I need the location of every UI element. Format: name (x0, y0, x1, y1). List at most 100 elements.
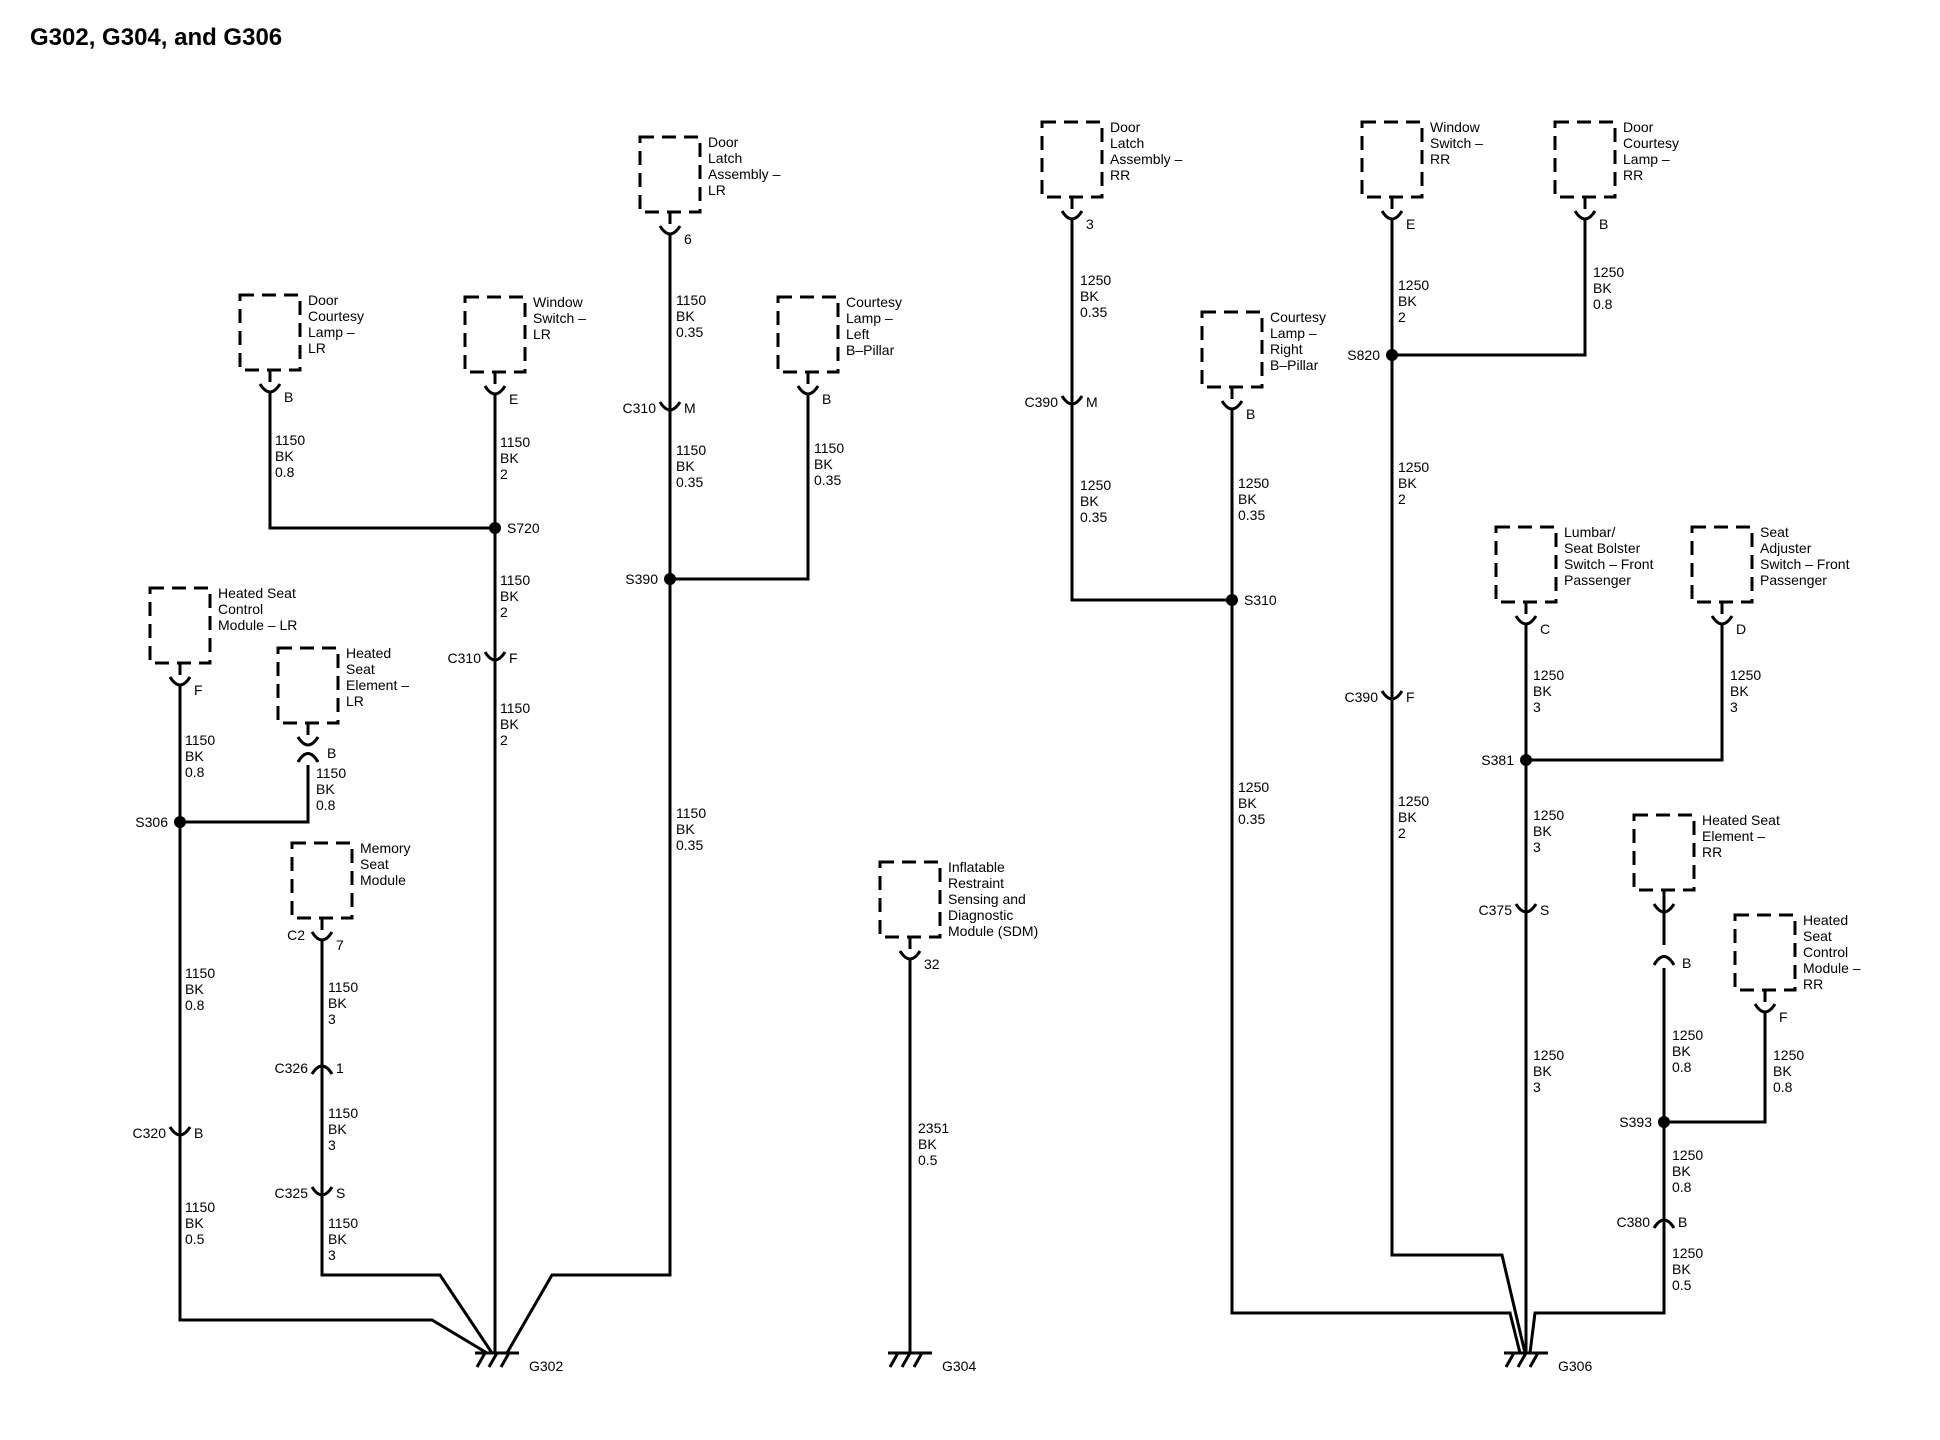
pin-label: C (1540, 621, 1550, 637)
connector-cup (1710, 615, 1734, 626)
ground-hatch (499, 1352, 511, 1368)
connector-cup (483, 651, 507, 662)
connector-pin: M (1086, 394, 1098, 410)
ground-label: G306 (1558, 1358, 1592, 1374)
wire-line (178, 685, 488, 1355)
ground-hatch (1528, 1352, 1540, 1368)
connector-pin: B (194, 1125, 203, 1141)
splice-dot (1226, 594, 1238, 606)
pin-label: B (1246, 406, 1255, 422)
splice-dot (174, 816, 186, 828)
component-box (878, 860, 942, 939)
splice-label: S390 (625, 571, 658, 587)
component-box (238, 293, 302, 372)
connector-cup (1514, 903, 1538, 914)
wire-line (670, 394, 810, 581)
component-box (1632, 813, 1696, 892)
component-box (1553, 120, 1617, 199)
connector-pin: S (336, 1185, 345, 1201)
wire-line (1526, 624, 1724, 762)
component-box (1200, 310, 1264, 389)
connector-cup (310, 1186, 334, 1197)
component-box (276, 646, 340, 725)
splice-label: S381 (1481, 752, 1514, 768)
connector-cup (1380, 690, 1404, 701)
splice-label: S306 (135, 814, 168, 830)
connector-cup (1652, 955, 1676, 966)
wire-line (1230, 410, 1522, 1354)
component-box (1690, 525, 1754, 604)
pin-label: 6 (684, 231, 692, 247)
connector-cup (296, 752, 320, 763)
connector-label: C326 (275, 1060, 309, 1076)
page-title: G302, G304, and G306 (30, 24, 283, 51)
connector-pin: 1 (336, 1060, 344, 1076)
component-box (1733, 913, 1797, 992)
connector-cup (258, 383, 282, 394)
component-box (638, 135, 702, 214)
connector-cup (1753, 1003, 1777, 1014)
pin-label: F (1779, 1009, 1788, 1025)
component-box (1360, 120, 1424, 199)
connector-cup (796, 385, 820, 396)
connector-label: C320 (133, 1125, 167, 1141)
pin-label: D (1736, 621, 1746, 637)
connector-cup (1652, 1218, 1676, 1229)
pin-label: F (194, 682, 203, 698)
splice-label: S720 (507, 520, 540, 536)
ground-hatch (912, 1352, 924, 1368)
ground-hatch (1504, 1352, 1516, 1368)
pin-label: B (1599, 216, 1608, 232)
wire-line (1390, 219, 1527, 1354)
pin-label: 7 (336, 937, 344, 953)
connector-cup (1573, 210, 1597, 221)
wire-line (1528, 968, 1666, 1354)
splice-dot (664, 573, 676, 585)
connector-cup (310, 931, 334, 942)
splice-label: S310 (1244, 592, 1277, 608)
component-box (148, 586, 212, 665)
connector-cup (483, 385, 507, 396)
connector-cup (1060, 210, 1084, 221)
ground-label: G302 (529, 1358, 563, 1374)
pin-label: B (1682, 955, 1691, 971)
connector-pin: M (684, 400, 696, 416)
connector-cup (1514, 615, 1538, 626)
connector-label: C375 (1479, 902, 1513, 918)
ground-label: G304 (942, 1358, 976, 1374)
connector-label: C380 (1617, 1214, 1651, 1230)
connector-label: C390 (1345, 689, 1379, 705)
connector-pin: F (1406, 689, 1415, 705)
connector-label: C2 (287, 927, 305, 943)
ground-hatch (1516, 1352, 1528, 1368)
